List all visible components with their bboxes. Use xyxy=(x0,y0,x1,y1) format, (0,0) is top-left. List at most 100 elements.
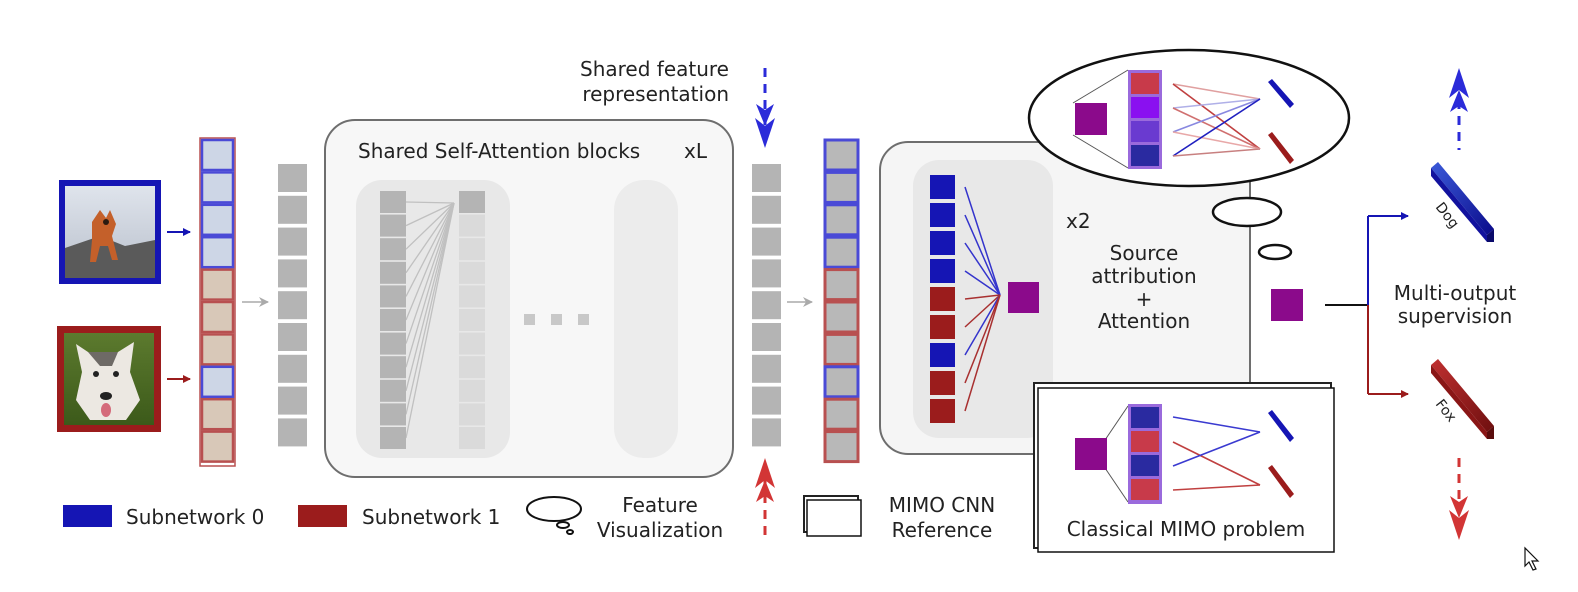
attention-line xyxy=(405,202,455,321)
attribution-token xyxy=(930,259,955,283)
attention-token xyxy=(459,309,485,331)
svg-text:+: + xyxy=(1136,287,1153,311)
attribution-token xyxy=(930,399,955,423)
classical-mimo-label: Classical MIMO problem xyxy=(1067,517,1306,541)
final-output-token xyxy=(1271,289,1303,321)
ellipsis-dots xyxy=(524,314,589,325)
repeat-l-label: xL xyxy=(684,139,708,163)
token xyxy=(278,291,307,320)
source-attribution-block: x2 Source attribution + Attention xyxy=(879,141,1251,455)
output-branch xyxy=(1325,212,1409,398)
attribution-line xyxy=(964,294,1001,384)
legend-feature-vis-line2: Visualization xyxy=(597,518,723,542)
attribution-token xyxy=(930,371,955,395)
self-attention-block: Shared Self-Attention blocks xL xyxy=(324,119,734,478)
attention-token xyxy=(380,214,406,237)
repeat-2-label: x2 xyxy=(1066,209,1091,233)
legend-subnet0-label: Subnetwork 0 xyxy=(126,505,264,529)
svg-text:supervision: supervision xyxy=(1398,304,1513,328)
attribution-line xyxy=(964,214,1001,296)
colored-token xyxy=(823,203,860,237)
svg-text:Attention: Attention xyxy=(1098,309,1190,333)
token xyxy=(752,354,781,383)
colored-token xyxy=(823,138,860,172)
attention-token xyxy=(380,379,406,402)
attention-line xyxy=(405,202,455,391)
token xyxy=(752,386,781,415)
legend-mimo-box-icon xyxy=(803,495,862,537)
attention-line xyxy=(405,202,455,297)
attention-token xyxy=(459,191,485,213)
attribution-line xyxy=(964,294,1001,328)
image-patch xyxy=(200,300,235,334)
image-patch xyxy=(200,203,235,237)
attention-token xyxy=(380,285,406,308)
attention-token xyxy=(459,356,485,379)
image-patch xyxy=(200,333,235,366)
image-patch xyxy=(200,235,235,269)
token xyxy=(752,164,781,192)
attribution-lines xyxy=(964,186,1001,412)
image-patch xyxy=(200,171,235,204)
token-column-colored xyxy=(823,138,860,464)
input-fox-image xyxy=(59,180,161,284)
token xyxy=(278,323,307,351)
attribution-token xyxy=(930,287,955,311)
attention-line xyxy=(405,202,455,344)
token xyxy=(278,164,307,192)
token xyxy=(752,323,781,351)
colored-token xyxy=(823,332,860,366)
shared-feature-up-arrow xyxy=(755,458,775,540)
colored-token xyxy=(823,365,860,399)
next-layer-panel xyxy=(614,180,678,458)
self-attention-title: Shared Self-Attention blocks xyxy=(358,139,640,163)
attention-token xyxy=(380,332,406,355)
legend-thought-bubble-icon xyxy=(526,496,582,535)
token xyxy=(278,386,307,415)
attention-layer-panel xyxy=(356,180,510,458)
attribution-token xyxy=(930,343,955,367)
multi-output-label: Multi-output supervision xyxy=(1394,281,1517,328)
attention-line xyxy=(405,202,455,439)
attention-token xyxy=(459,403,485,426)
legend-subnet1-swatch xyxy=(298,505,347,527)
token xyxy=(752,418,781,447)
mouse-cursor-icon xyxy=(1524,546,1540,571)
colored-token xyxy=(823,268,860,302)
source-attribution-label: Source attribution + Attention xyxy=(1091,241,1196,333)
supervision-down-arrow xyxy=(1449,458,1469,540)
attention-token-column-a xyxy=(380,191,406,449)
attention-token xyxy=(380,309,406,331)
attention-token xyxy=(459,379,485,402)
legend-mimo-ref-line2: Reference xyxy=(892,518,993,542)
svg-text:Source: Source xyxy=(1110,241,1179,265)
attention-token xyxy=(380,403,406,426)
attention-token xyxy=(380,356,406,379)
attention-line xyxy=(405,202,455,227)
token-column-output xyxy=(752,164,781,447)
token xyxy=(278,195,307,224)
attention-token xyxy=(459,261,485,284)
image-patch xyxy=(200,397,235,431)
attribution-line xyxy=(964,186,1001,296)
attribution-token xyxy=(930,175,955,199)
attention-token xyxy=(459,238,485,261)
attention-line xyxy=(405,202,455,250)
token xyxy=(278,418,307,447)
attribution-line xyxy=(964,294,1001,356)
colored-token xyxy=(823,170,860,204)
colored-token xyxy=(823,430,860,464)
image-patch xyxy=(200,138,235,172)
attribution-line xyxy=(964,294,1001,412)
attention-token xyxy=(459,214,485,237)
supervision-up-arrow xyxy=(1449,68,1469,150)
attribution-line xyxy=(964,294,1001,300)
attention-line xyxy=(405,202,455,368)
attention-token xyxy=(380,238,406,261)
colored-token xyxy=(823,235,860,269)
token xyxy=(752,291,781,320)
attention-token xyxy=(380,261,406,284)
attention-token xyxy=(459,332,485,355)
